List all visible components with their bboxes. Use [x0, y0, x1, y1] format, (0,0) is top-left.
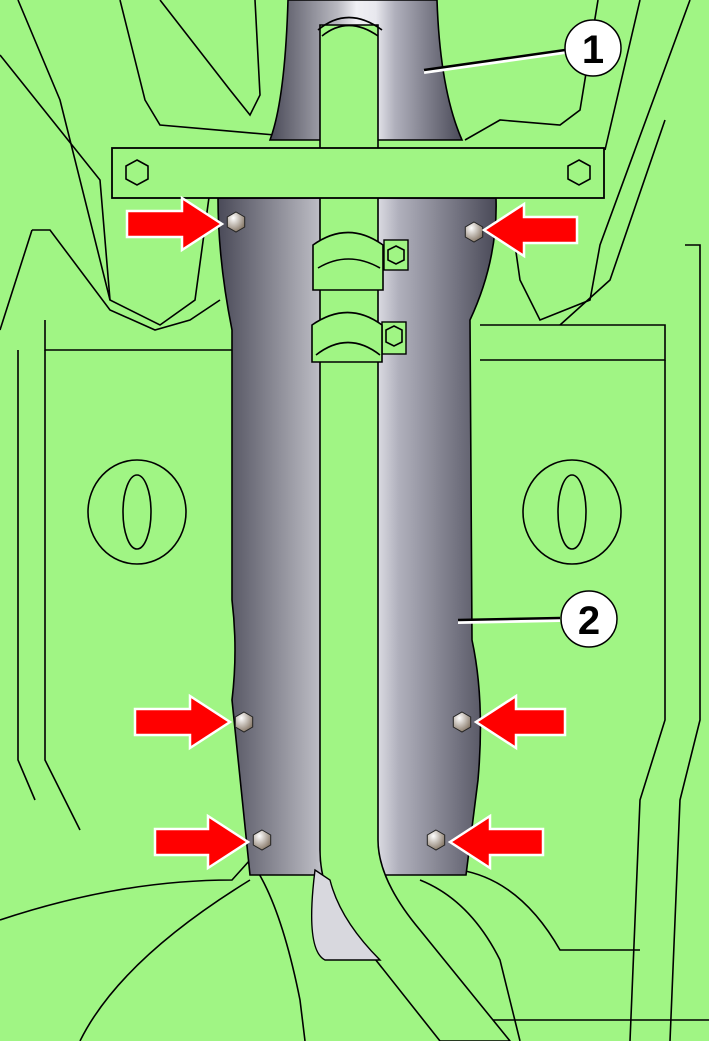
- bolt-icon: [226, 211, 246, 233]
- shield-bolts: [226, 211, 484, 851]
- callout-1: 1: [423, 19, 622, 77]
- callout-1-label: 1: [582, 28, 604, 72]
- arrow-right-icon: [133, 693, 233, 751]
- pipe-clamp-lower: [311, 311, 407, 363]
- right-recess: [522, 459, 622, 565]
- bolt-icon: [452, 711, 472, 733]
- pipe-end: [311, 868, 382, 961]
- crossbar-bolt-left: [125, 159, 149, 186]
- pipe-top: [317, 16, 383, 31]
- arrow-left-icon: [447, 813, 545, 871]
- callout-2: 2: [457, 590, 618, 648]
- crossbar: [111, 147, 605, 199]
- bolt-icon: [426, 829, 446, 851]
- arrow-left-icon: [473, 693, 567, 751]
- bolt-icon: [252, 829, 272, 851]
- bolt-icon: [464, 221, 484, 243]
- arrow-right-icon: [153, 813, 251, 871]
- arrow-left-icon: [481, 201, 579, 259]
- arrow-right-icon: [125, 195, 225, 253]
- arrows: [125, 195, 579, 871]
- left-recess: [87, 459, 187, 565]
- crossbar-bolt-right: [567, 159, 591, 186]
- callout-2-label: 2: [578, 599, 600, 643]
- bolt-icon: [234, 711, 254, 733]
- pipe-clamp-upper: [312, 231, 409, 291]
